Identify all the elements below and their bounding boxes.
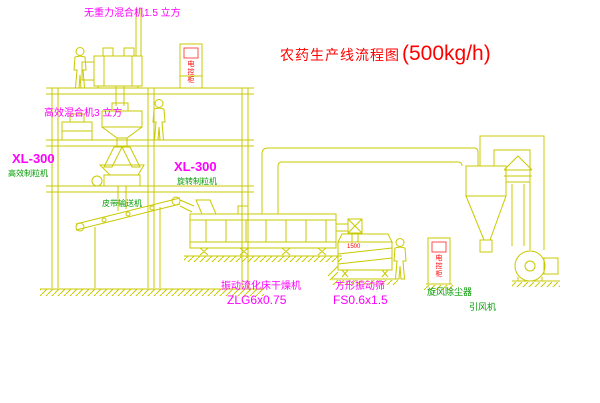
belt-conveyor-drawing bbox=[75, 196, 195, 288]
person-figure bbox=[152, 99, 166, 141]
diagram-title: 农药生产线流程图 (500kg/h) bbox=[280, 42, 491, 66]
fan-drawing bbox=[512, 250, 560, 287]
label-granulator-left-model: XL-300 bbox=[12, 151, 55, 166]
cyclone-drawing bbox=[465, 135, 545, 253]
label-cyclone: 旋风除尘器 bbox=[427, 287, 473, 297]
label-granulator-mid-model: XL-300 bbox=[174, 159, 217, 174]
person-figure bbox=[393, 238, 407, 280]
label-belt-conveyor: 皮带输送机 bbox=[102, 199, 142, 208]
fluid-bed-dryer-drawing bbox=[184, 199, 342, 262]
exhaust-duct-drawing bbox=[261, 147, 479, 214]
label-gravity-mixer: 无重力混合机1.5 立方 bbox=[84, 8, 181, 19]
control-cabinet-ground-drawing bbox=[424, 237, 454, 290]
title-capacity: (500kg/h) bbox=[402, 42, 491, 65]
granulator-drawing bbox=[91, 164, 145, 198]
person-figure bbox=[73, 47, 87, 89]
label-dryer-model: ZLG6x0.75 bbox=[227, 293, 287, 307]
gravity-mixer-drawing bbox=[81, 47, 143, 106]
label-granulator-mid-name: 旋转制粒机 bbox=[177, 177, 217, 186]
building-frame bbox=[40, 87, 264, 296]
label-dryer-name: 振动流化床干燥机 bbox=[221, 281, 301, 292]
label-granulator-left-name: 高效制粒机 bbox=[8, 169, 48, 178]
label-high-mixer: 高效混合机3 立方 bbox=[44, 108, 123, 119]
label-fan: 引风机 bbox=[469, 302, 497, 312]
vent-stack-drawing bbox=[503, 155, 533, 246]
label-sieve-name: 方形振动筛 bbox=[335, 281, 385, 292]
title-text: 农药生产线流程图 bbox=[280, 47, 400, 63]
vibrating-sieve-drawing bbox=[327, 233, 398, 285]
label-sieve-model: FS0.6x1.5 bbox=[333, 293, 388, 307]
rotary-valve-drawing bbox=[336, 218, 363, 242]
label-cabinet-ground: 电控柜 bbox=[435, 254, 442, 278]
feed-pipe bbox=[135, 8, 142, 56]
high-efficiency-mixer-drawing bbox=[101, 102, 143, 168]
label-cabinet-top: 电控柜 bbox=[187, 60, 194, 84]
control-cabinet-top-drawing bbox=[179, 43, 203, 89]
second-floor-feeder-drawing bbox=[61, 113, 93, 141]
label-sieve-dimension: 1500 bbox=[347, 244, 361, 250]
